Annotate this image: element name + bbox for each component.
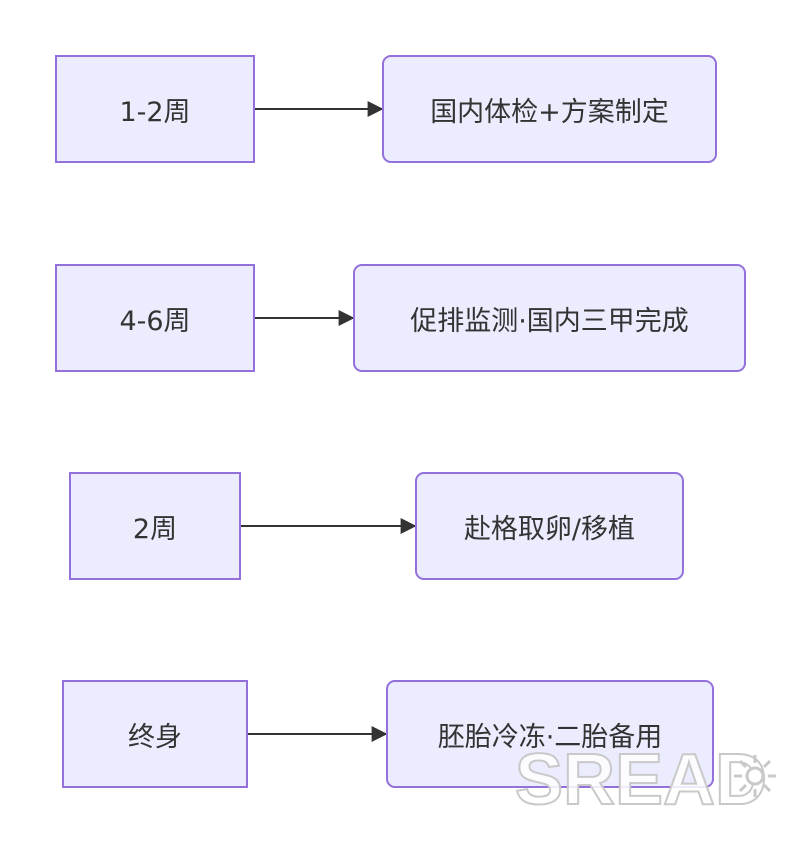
task-node-label: 赴格取卵/移植 <box>463 513 636 545</box>
task-node-3: 赴格取卵/移植 <box>415 472 684 580</box>
stage-node-4: 终身 <box>62 680 248 788</box>
stage-node-3: 2周 <box>69 472 241 580</box>
stage-node-2: 4-6周 <box>55 264 255 372</box>
task-node-4: 胚胎冷冻·二胎备用 <box>386 680 714 788</box>
sread-watermark-logo: SREAD <box>515 739 776 818</box>
svg-text:SREAD: SREAD <box>515 740 767 818</box>
task-node-1: 国内体检+方案制定 <box>382 55 717 163</box>
task-node-label: 国内体检+方案制定 <box>430 96 669 128</box>
stage-node-1: 1-2周 <box>55 55 255 163</box>
stage-node-label: 4-6周 <box>119 305 191 337</box>
stage-node-label: 1-2周 <box>119 96 191 128</box>
sun-icon <box>734 755 776 797</box>
stage-node-label: 终身 <box>128 721 182 753</box>
stage-node-label: 2周 <box>132 513 178 545</box>
task-node-label: 促排监测·国内三甲完成 <box>410 305 689 337</box>
task-node-2: 促排监测·国内三甲完成 <box>353 264 746 372</box>
task-node-label: 胚胎冷冻·二胎备用 <box>437 721 663 753</box>
